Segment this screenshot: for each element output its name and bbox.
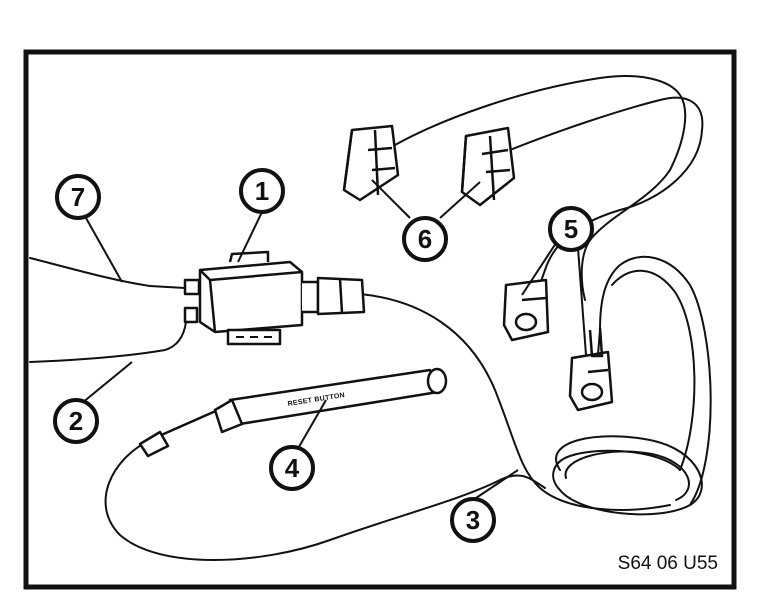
cable-to-5b [611,269,696,471]
cable-to-5a [599,255,712,506]
callouts: 1 2 3 4 5 6 7 [53,168,594,543]
svg-text:2: 2 [69,406,83,436]
leader-2 [81,361,133,404]
svg-text:3: 3 [466,505,480,535]
callout-7: 7 [55,174,101,220]
svg-text:4: 4 [285,453,300,483]
svg-text:5: 5 [564,214,578,244]
callout-3: 3 [450,497,496,543]
leader-7 [85,217,123,283]
svg-text:7: 7 [71,182,85,212]
connector-5-upper [502,278,550,342]
leader-5a [521,239,559,296]
leader-6a [371,179,411,219]
connector-5-lower [568,327,614,412]
svg-text:6: 6 [418,224,432,254]
cable-4 [104,439,546,561]
figure-code: S64 06 U55 [618,553,718,574]
cable-2 [29,311,189,363]
leader-lines [81,179,587,503]
callout-2: 2 [53,398,99,444]
cable-7 [29,257,186,289]
leader-1 [237,211,263,263]
diagram-frame [23,49,737,590]
leader-4 [295,399,327,453]
leader-5b [577,247,587,356]
callout-5: 5 [548,206,594,252]
callout-4: 4 [269,445,315,491]
callout-1: 1 [239,168,285,214]
cable-harness [29,75,712,561]
leader-6b [439,181,481,219]
reset-button-pen: RESET BUTTON [138,367,448,458]
control-unit [183,250,366,346]
leader-3 [469,469,519,503]
cable-to-5-upper [537,129,703,291]
cable-loop-a [552,435,703,516]
cable-to-5-upper-b [580,169,671,301]
svg-text:1: 1 [255,176,269,206]
cable-loop-b [564,450,690,501]
callout-6: 6 [402,216,448,262]
cable-to-6a [394,75,687,171]
cable-to-6b [509,96,704,151]
